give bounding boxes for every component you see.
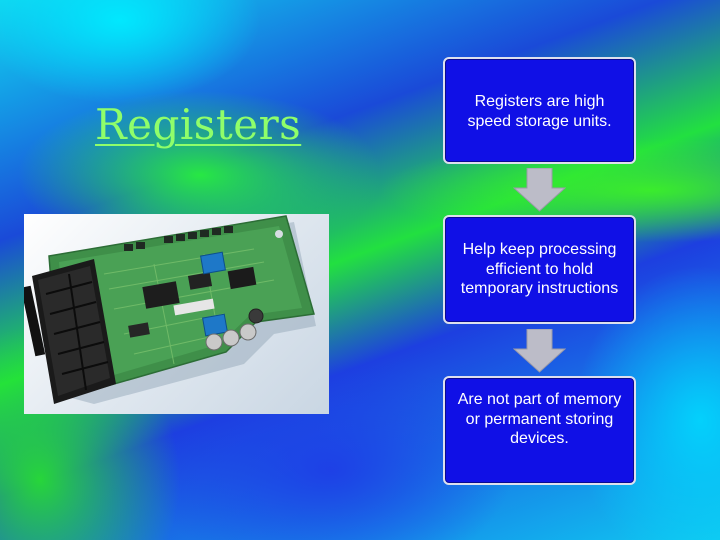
info-box-1: Registers are high speed storage units.	[443, 57, 636, 164]
info-box-3: Are not part of memory or permanent stor…	[443, 376, 636, 485]
info-box-3-text: Are not part of memory or permanent stor…	[457, 391, 622, 448]
down-arrow-icon	[513, 329, 566, 373]
circuit-board-photo	[20, 214, 329, 414]
slide-title: Registers	[95, 100, 302, 149]
circuit-board-illustration	[20, 215, 316, 404]
info-box-2-text: Help keep processing efficient to hold t…	[460, 241, 619, 298]
down-arrow-icon	[513, 168, 566, 212]
info-box-2: Help keep processing efficient to hold t…	[443, 215, 636, 324]
info-box-1-text: Registers are high speed storage units.	[467, 93, 612, 130]
